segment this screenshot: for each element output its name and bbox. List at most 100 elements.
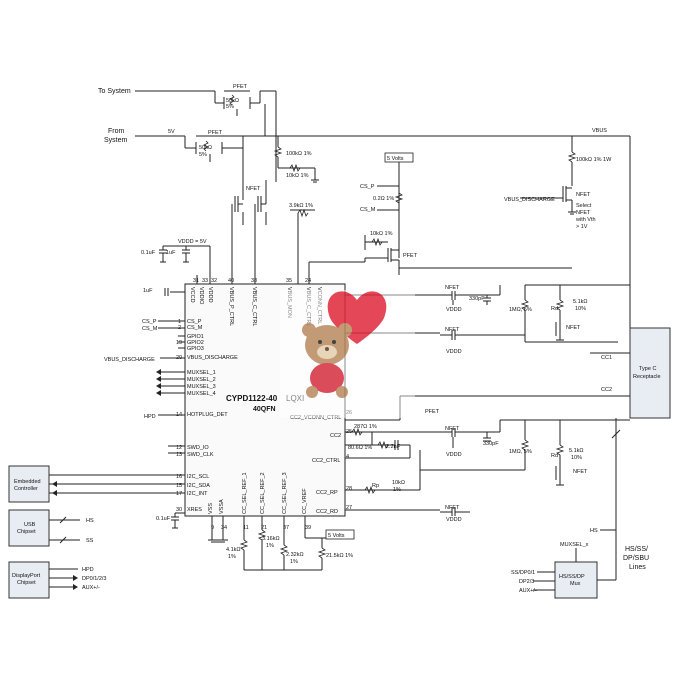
pin-label: MUXSEL_2: [187, 377, 216, 383]
pin-num: 24: [305, 278, 311, 284]
pin-num: 31: [193, 278, 199, 284]
mux-hs-label: HS: [590, 528, 598, 534]
pin-num: 12: [176, 445, 182, 451]
pin-label: I2C_INT: [187, 491, 208, 497]
teddy-bear-watermark: [280, 290, 415, 418]
type-c-receptacle: [629, 327, 671, 419]
svg-text:Mux: Mux: [570, 581, 581, 587]
usb-chipset-block: [8, 509, 50, 547]
svg-text:DisplayPort: DisplayPort: [12, 573, 41, 579]
pin-label: CC_SEL_REF_2: [260, 472, 266, 514]
r21-5k-label: 21.5kΩ 1%: [326, 553, 353, 559]
pfet-cc-label: PFET: [425, 409, 440, 415]
r5-1k-1-tol: 10%: [575, 306, 586, 312]
r10k-3-label: 10kΩ: [392, 480, 405, 486]
svg-text:NFET: NFET: [573, 469, 588, 475]
nfet-main: NFET: [234, 180, 267, 225]
svg-text:5%: 5%: [199, 152, 207, 158]
nfet-cc1-b: NFET: [555, 320, 581, 341]
pin-num: 33: [202, 278, 208, 284]
svg-text:50kΩ: 50kΩ: [199, 145, 212, 151]
r2-32k-tol: 1%: [290, 559, 298, 565]
svg-text:5 Volts: 5 Volts: [328, 533, 345, 539]
select-note-1: Select: [576, 203, 592, 209]
pin-label: SWD_CLK: [187, 452, 214, 458]
svg-text:PFET: PFET: [233, 84, 248, 90]
pin-num: 38: [251, 278, 257, 284]
pfet-3: PFET: [387, 248, 418, 275]
pin-label: VBUS_C_CTRL: [251, 287, 257, 326]
cs-p-ext-label: CS_P: [360, 184, 375, 190]
displayport-chipset-block: [8, 561, 50, 599]
pin-label: I2C_SDA: [187, 483, 210, 489]
ss-dp01-label: SS/DP0/1: [511, 570, 535, 576]
pin-label: CC_VREF: [302, 488, 308, 514]
pin-num: 28: [346, 486, 352, 492]
r5-1k-2-tol: 10%: [571, 455, 582, 461]
five-v-label: 5V: [168, 129, 175, 135]
dp-hpd-label: HPD: [82, 567, 94, 573]
r10k-2-label: 10kΩ 1%: [370, 231, 393, 237]
left-hpd: HPD: [144, 414, 156, 420]
pin-label: MUXSEL_4: [187, 391, 216, 397]
pin-num: 9: [211, 525, 214, 531]
pin-num: 34: [221, 525, 227, 531]
svg-text:Embedded: Embedded: [14, 479, 41, 485]
pin-label: MUXSEL_1: [187, 370, 216, 376]
pin-num: 13: [176, 452, 182, 458]
five-volts-box-3: [325, 529, 355, 540]
svg-text:PFET: PFET: [208, 130, 223, 136]
pin-label: VBUS_P_CTRL: [228, 287, 234, 326]
pin-label: XRES: [187, 507, 202, 513]
select-note-2: NFET: [576, 210, 591, 216]
pin-num: 4: [346, 454, 349, 460]
pin-num: 27: [346, 505, 352, 511]
pin-label: GPIO2: [187, 340, 204, 346]
pin-num: 30: [176, 507, 182, 513]
r2-32k-label: 2.32kΩ: [286, 552, 304, 558]
chip-left-pins: 1 CS_P 2 CS_M GPIO1 19 GPIO2 GPIO3 20 VB…: [176, 319, 238, 513]
chip-body: [184, 283, 346, 517]
dp0123-label: DP0/1/2/3: [82, 576, 106, 582]
chip-name: CYPD1122-40: [226, 394, 278, 403]
pin-label: CS_M: [187, 325, 203, 331]
cc2-label: CC2: [601, 387, 612, 393]
usb-hs-label: HS: [86, 518, 94, 524]
pin-label: CS_P: [187, 319, 202, 325]
r100k-vbus-label: 100kΩ 1% 1W: [576, 157, 612, 163]
rd-1-label: Rd: [551, 306, 558, 312]
pin-label: GPIO3: [187, 346, 204, 352]
pin-num: 15: [176, 483, 182, 489]
pin-label: CC2_CTRL: [312, 458, 340, 464]
pin-num: 32: [211, 278, 217, 284]
pin-label: VBUS_MON: [286, 287, 292, 318]
svg-text:5 Volts: 5 Volts: [387, 156, 404, 162]
svg-text:Receptacle: Receptacle: [633, 374, 661, 380]
pin-label: SWD_IO: [187, 445, 209, 451]
c1u-1-label: 1uF: [166, 250, 176, 256]
pin-label: MUXSEL_3: [187, 384, 216, 390]
usb-ss-label: SS: [86, 538, 94, 544]
muxsel-x-label: MUXSEL_x: [560, 542, 589, 548]
pin-num: 11: [243, 525, 249, 531]
r10k-1-label: 10kΩ 1%: [286, 173, 309, 179]
r80-6-label: 80.6Ω 1%: [348, 445, 372, 451]
pin-num: 1: [178, 319, 181, 325]
left-vbus-discharge: VBUS_DISCHARGE: [104, 357, 155, 363]
r5-1k-1-label: 5.1kΩ: [573, 299, 588, 305]
pin-label: CC2_VCONN_CTRL: [290, 415, 341, 421]
pin-label: GPIO1: [187, 334, 204, 340]
dp23-label: DP2/3: [519, 579, 534, 585]
pin-label: CC2_RD: [316, 509, 338, 515]
lines-label-3: Lines: [629, 564, 646, 571]
pin-num: 17: [176, 491, 182, 497]
r10k-3-tol: 1%: [393, 487, 401, 493]
pin-label: CC2_RP: [316, 490, 338, 496]
pfet-1: PFET 50kΩ 5%: [214, 84, 261, 116]
svg-text:Type C: Type C: [639, 366, 656, 372]
chip-right-pins: CC2_VCONN_CTRL 26 CC2 25 CC2_CTRL 4 CC2_…: [290, 410, 352, 515]
from-system-label-1: From: [108, 128, 125, 135]
pin-num: 26: [346, 410, 352, 416]
svg-text:NFET: NFET: [445, 285, 460, 291]
